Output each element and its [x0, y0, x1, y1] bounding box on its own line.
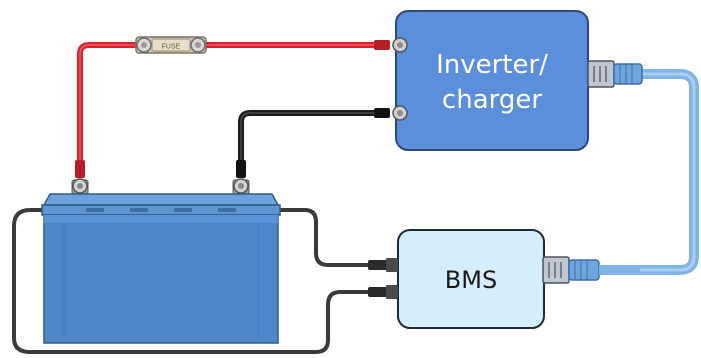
inverter-label-line1: Inverter/ — [436, 50, 548, 80]
battery-negative-terminal-icon — [232, 178, 250, 195]
ve-bus-cable — [635, 69, 699, 275]
negative-cable — [236, 108, 390, 178]
inverter-charger: Inverter/ charger — [392, 10, 589, 151]
positive-cable — [75, 40, 390, 178]
bms-unit: BMS — [397, 229, 545, 329]
battery — [41, 178, 281, 344]
fuse: FUSE — [135, 36, 207, 54]
inverter-label-line2: charger — [442, 85, 542, 115]
bms-rj45-plug-icon — [542, 256, 640, 284]
bms-sense-connectors-icon — [368, 258, 398, 299]
sense-wires — [12, 208, 368, 354]
bms-label: BMS — [445, 266, 497, 294]
inverter-rj45-plug-icon — [587, 60, 643, 88]
battery-positive-terminal-icon — [71, 178, 89, 195]
fuse-label: FUSE — [162, 44, 181, 51]
